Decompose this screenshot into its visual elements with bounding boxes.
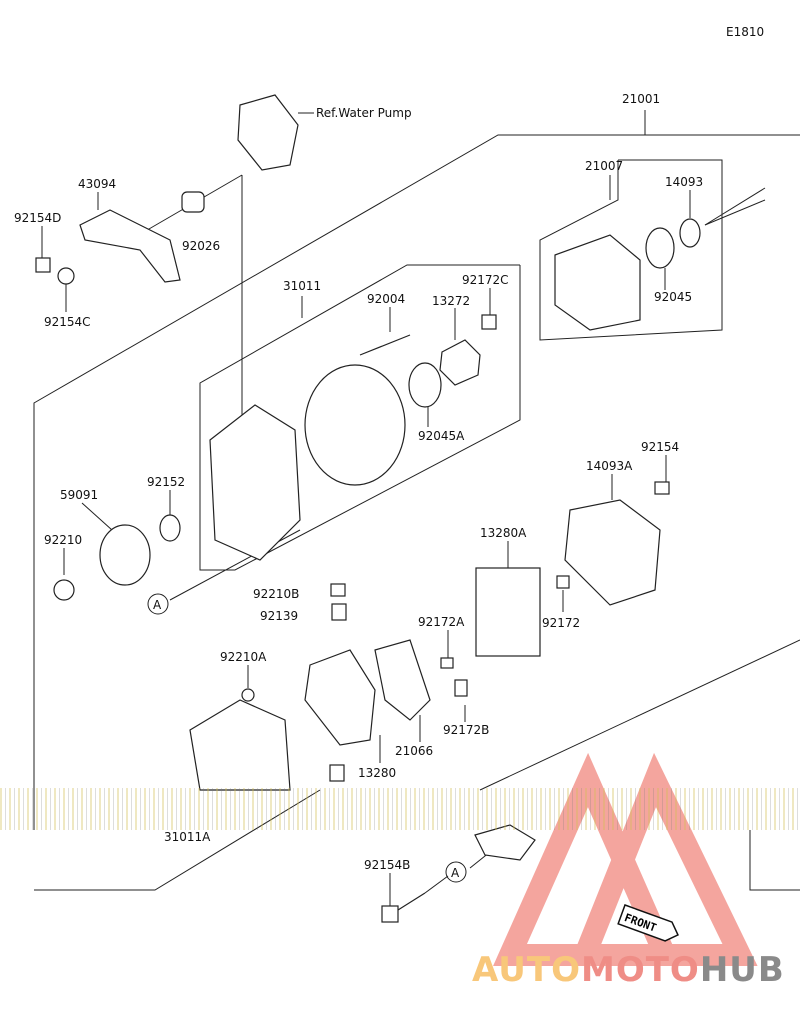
spacer-92152 xyxy=(159,514,181,542)
part-label: 43094 xyxy=(78,177,116,191)
part-label: 92045A xyxy=(418,429,465,443)
screw-92172b xyxy=(454,679,468,697)
nut-92210a xyxy=(241,688,255,702)
front-arrow: FRONT xyxy=(617,904,679,942)
part-label: 59091 xyxy=(60,488,98,502)
leader-lines xyxy=(41,112,691,906)
insulator-92139 xyxy=(331,603,347,621)
bracket-43094 xyxy=(79,209,181,283)
svg-text:A: A xyxy=(153,598,162,612)
svg-text:A: A xyxy=(451,866,460,880)
part-label: 92004 xyxy=(367,292,405,306)
cover-14093a xyxy=(564,499,661,606)
nut-92154c xyxy=(57,267,75,285)
watermark-hub: HUB xyxy=(699,950,785,990)
part-label: 21001 xyxy=(622,92,660,106)
watermark-moto: MOTO xyxy=(580,950,700,990)
pulley-59091 xyxy=(99,524,151,586)
diagram-code: E1810 xyxy=(726,25,764,39)
part-label: 92026 xyxy=(182,239,220,253)
part-label: 31011A xyxy=(164,830,211,844)
part-label: 92152 xyxy=(147,475,185,489)
cover-14093 xyxy=(679,218,701,248)
bolt-92154 xyxy=(654,481,670,495)
part-label: 92045 xyxy=(654,290,692,304)
part-label: 92210 xyxy=(44,533,82,547)
part-label: 31011 xyxy=(283,279,321,293)
part-label: 92154D xyxy=(14,211,61,225)
part-label: 92154 xyxy=(641,440,679,454)
screw-92172a xyxy=(440,657,454,669)
part-label: 92172A xyxy=(418,615,465,629)
part-label: 14093 xyxy=(665,175,703,189)
part-label: 92154C xyxy=(44,315,91,329)
assembly-outlines xyxy=(33,110,800,894)
water-pump-bracket xyxy=(237,94,299,171)
bearing-92045a xyxy=(408,362,442,408)
part-label: 92172 xyxy=(542,616,580,630)
part-label: 92210B xyxy=(253,587,299,601)
watermark-logo xyxy=(493,752,758,966)
nut-92210b xyxy=(330,583,346,597)
part-drawings xyxy=(35,94,701,923)
bolt-92154b xyxy=(381,905,399,923)
reference-label: Ref.Water Pump xyxy=(316,106,412,120)
part-label: 14093A xyxy=(586,459,633,473)
bearing-92045 xyxy=(645,227,675,269)
part-label: 92139 xyxy=(260,609,298,623)
part-label: 13280 xyxy=(358,766,396,780)
part-label: 13280A xyxy=(480,526,527,540)
watermark-auto: AUTO xyxy=(472,950,581,990)
screw-92172 xyxy=(556,575,570,589)
part-labels: E1810 Ref.Water Pump 21001 43094 92154D … xyxy=(14,25,764,872)
part-label: 92172C xyxy=(462,273,509,287)
part-label: 92210A xyxy=(220,650,267,664)
part-label: 21007 xyxy=(585,159,623,173)
regulator-21066 xyxy=(374,639,431,721)
watermark-text: AUTOMOTOHUB xyxy=(472,950,785,990)
callout-a-rear: A xyxy=(445,861,467,883)
part-label: 92172B xyxy=(443,723,489,737)
terminal-box-13280a xyxy=(475,567,541,657)
callout-a-front: A xyxy=(147,593,169,615)
rotor-21007 xyxy=(554,234,641,331)
nut-92210 xyxy=(53,579,75,601)
collar-92026 xyxy=(181,191,205,213)
screw-92172c xyxy=(481,314,497,330)
part-label: 13272 xyxy=(432,294,470,308)
front-housing-31011 xyxy=(209,404,301,561)
stator xyxy=(304,364,406,486)
plate-13272 xyxy=(439,339,481,386)
part-label: 21066 xyxy=(395,744,433,758)
part-label: 92154B xyxy=(364,858,410,872)
scan-noise-band xyxy=(0,788,800,830)
rear-housing-31011a xyxy=(189,699,291,791)
bolt-92154d xyxy=(35,257,51,273)
rectifier-13280 xyxy=(304,649,376,746)
